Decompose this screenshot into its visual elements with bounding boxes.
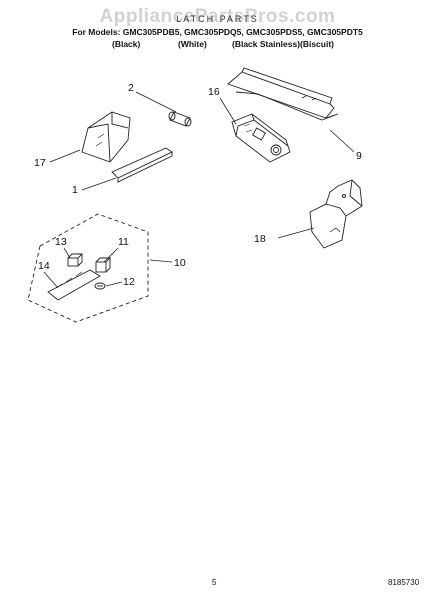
callout-2: 2: [128, 82, 134, 94]
part-11-switch: [95, 257, 112, 273]
callout-9: 9: [356, 150, 362, 162]
part-12-screw: [94, 282, 106, 290]
leader-9: [329, 129, 355, 153]
models-line: For Models: GMC305PDB5, GMC305PDQ5, GMC3…: [72, 27, 363, 37]
leader-2: [135, 91, 177, 113]
variant-black-stainless: (Black Stainless): [232, 39, 301, 49]
callout-14: 14: [38, 260, 50, 272]
page-number: 5: [212, 578, 217, 587]
leader-16: [219, 97, 237, 125]
page-title: LATCH PARTS: [176, 14, 259, 24]
callout-16: 16: [208, 86, 220, 98]
leader-14: [43, 271, 59, 289]
leader-12: [105, 281, 123, 287]
part-1-bar: [111, 147, 173, 183]
callout-18: 18: [254, 233, 266, 245]
part-9-bracket: [227, 67, 339, 121]
leader-13: [63, 247, 71, 259]
part-13-switch: [67, 253, 84, 267]
watermark: AppliancePartsPros.com: [99, 6, 336, 27]
callout-10: 10: [174, 257, 186, 269]
callout-17: 17: [34, 157, 46, 169]
leader-18: [277, 227, 315, 239]
callout-13: 13: [55, 236, 67, 248]
leader-10: [149, 259, 173, 263]
part-18-bracket: [309, 179, 363, 249]
part-16-latch-assembly: [231, 113, 291, 163]
variant-white: (White): [178, 39, 207, 49]
leader-1: [81, 177, 117, 191]
leader-17: [49, 149, 81, 163]
callout-12: 12: [123, 276, 135, 288]
leader-11: [103, 247, 119, 263]
part-2-cylinder: [168, 111, 192, 127]
variant-biscuit: (Biscuit): [300, 39, 334, 49]
part-17-latch-cover: [81, 111, 131, 163]
callout-11: 11: [118, 236, 129, 248]
document-number: 8185730: [388, 578, 420, 587]
callout-1: 1: [72, 184, 78, 196]
part-10-kit-outline: [27, 213, 149, 323]
part-14-switch-plate: [47, 269, 101, 301]
variant-black: (Black): [112, 39, 141, 49]
